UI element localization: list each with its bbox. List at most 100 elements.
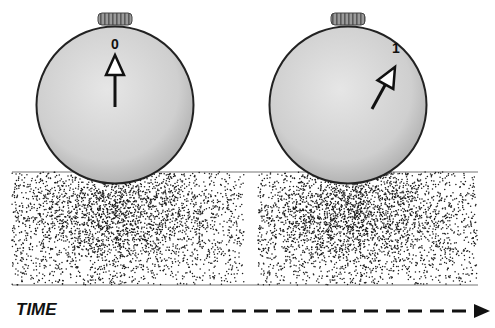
noise-dot: [70, 274, 72, 276]
noise-dot: [125, 205, 127, 207]
noise-dot: [115, 215, 117, 217]
noise-dot: [133, 241, 135, 243]
noise-dot: [36, 224, 38, 226]
noise-dot: [71, 218, 73, 220]
noise-dot: [79, 275, 81, 277]
noise-dot: [196, 250, 198, 252]
noise-dot: [163, 269, 165, 271]
noise-dot: [93, 226, 95, 228]
noise-dot: [19, 184, 21, 186]
noise-dot: [154, 266, 156, 268]
noise-dot: [153, 252, 155, 254]
noise-dot: [39, 263, 41, 265]
noise-dot: [135, 252, 137, 254]
noise-dot: [91, 210, 93, 212]
noise-dot: [30, 243, 32, 245]
noise-dot: [228, 220, 230, 222]
noise-dot: [133, 279, 135, 281]
noise-dot: [57, 185, 59, 187]
noise-dot: [45, 251, 47, 253]
noise-dot: [217, 247, 219, 249]
noise-dot: [68, 253, 70, 255]
noise-dot: [24, 185, 26, 187]
noise-dot: [107, 214, 109, 216]
noise-dot: [115, 208, 117, 210]
noise-dot: [174, 235, 176, 237]
noise-dot: [77, 222, 79, 224]
noise-dot: [159, 204, 161, 206]
noise-dot: [237, 270, 239, 272]
noise-dot: [17, 274, 19, 276]
noise-dot: [152, 245, 154, 247]
noise-dot: [62, 213, 64, 215]
noise-dot: [47, 198, 49, 200]
noise-dot: [119, 272, 121, 274]
noise-dot: [117, 206, 119, 208]
noise-dot: [119, 218, 121, 220]
noise-dot: [49, 207, 51, 209]
noise-dot: [36, 199, 38, 201]
noise-dot: [94, 228, 96, 230]
noise-dot: [117, 210, 119, 212]
noise-dot: [65, 240, 67, 242]
noise-dot: [57, 265, 59, 267]
noise-dot: [220, 242, 222, 244]
noise-dot: [31, 180, 32, 182]
noise-dot: [205, 197, 207, 199]
noise-dot: [39, 266, 41, 268]
noise-dot: [194, 283, 196, 285]
noise-dot: [145, 241, 147, 243]
noise-dot: [199, 225, 201, 227]
noise-dot: [12, 246, 14, 248]
noise-dot: [132, 276, 134, 278]
noise-dot: [75, 188, 77, 190]
noise-dot: [136, 215, 138, 217]
noise-dot: [48, 280, 50, 282]
noise-dot: [79, 245, 81, 247]
noise-dot: [217, 261, 219, 263]
noise-dot: [95, 202, 97, 204]
noise-dot: [160, 251, 162, 253]
noise-dot: [202, 210, 204, 212]
noise-dot: [123, 230, 125, 232]
noise-dot: [241, 204, 243, 206]
noise-dot: [176, 279, 178, 281]
noise-dot: [159, 222, 161, 224]
noise-dot: [24, 264, 26, 266]
noise-dot: [228, 273, 230, 275]
noise-dot: [76, 201, 78, 203]
noise-dot: [178, 264, 180, 266]
noise-dot: [59, 229, 61, 231]
noise-dot: [119, 234, 121, 236]
noise-dot: [37, 222, 39, 224]
noise-dot: [167, 266, 169, 268]
noise-dot: [99, 273, 101, 275]
noise-dot: [67, 211, 69, 213]
noise-dot: [115, 261, 117, 263]
noise-dot: [239, 176, 241, 178]
noise-dot: [187, 226, 189, 228]
noise-dot: [27, 220, 29, 222]
noise-dot: [201, 223, 203, 225]
noise-dot: [236, 226, 238, 228]
noise-dot: [63, 230, 65, 232]
noise-dot: [15, 234, 17, 236]
noise-dot: [32, 246, 34, 248]
noise-dot: [35, 228, 37, 230]
noise-dot: [154, 206, 156, 208]
noise-dot: [191, 251, 193, 253]
noise-dot: [198, 242, 200, 244]
noise-dot: [156, 274, 158, 276]
noise-dot: [40, 192, 42, 194]
noise-dot: [91, 248, 93, 250]
noise-dot: [211, 201, 213, 203]
noise-dot: [183, 283, 185, 285]
noise-dot: [26, 253, 28, 255]
noise-dot: [91, 256, 93, 258]
noise-dot: [183, 276, 185, 278]
noise-dot: [137, 266, 139, 268]
noise-dot: [172, 246, 174, 248]
noise-dot: [90, 188, 92, 190]
noise-dot: [98, 188, 100, 190]
noise-dot: [165, 225, 167, 227]
